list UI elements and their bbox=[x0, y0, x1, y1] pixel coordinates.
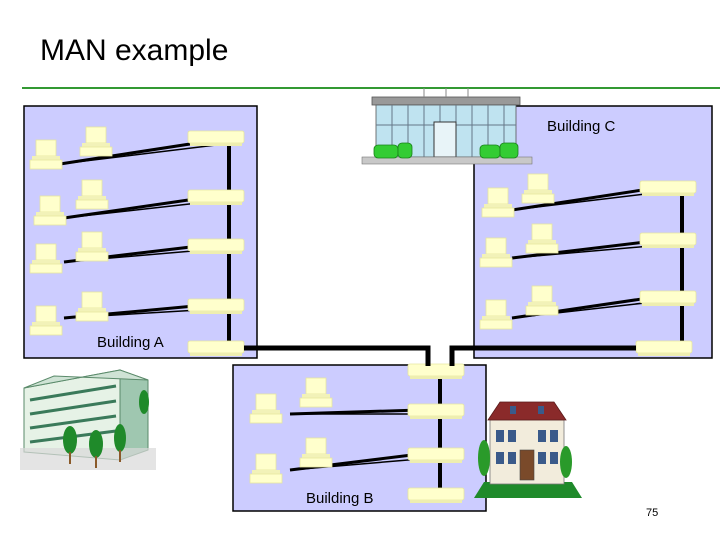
page-number: 75 bbox=[646, 507, 658, 519]
building-a-label: Building A bbox=[97, 334, 164, 351]
hub-icon bbox=[640, 233, 696, 248]
hub-icon bbox=[188, 190, 244, 205]
hub-icon bbox=[408, 404, 464, 419]
hub-icon bbox=[188, 299, 244, 314]
link-a-to-b bbox=[244, 348, 428, 366]
hub-icon bbox=[640, 291, 696, 306]
building-b-label: Building B bbox=[306, 490, 374, 507]
hub-icon bbox=[188, 341, 244, 356]
building-c-label: Building C bbox=[547, 118, 615, 135]
hub-icon bbox=[188, 131, 244, 146]
building-a-network bbox=[24, 106, 257, 358]
building-b-picture bbox=[474, 402, 582, 498]
building-b-network bbox=[233, 364, 486, 511]
hub-icon bbox=[640, 181, 696, 196]
hub-icon bbox=[408, 488, 464, 503]
building-c-picture bbox=[362, 88, 532, 164]
hub-icon bbox=[636, 341, 692, 356]
hub-icon bbox=[408, 448, 464, 463]
building-a-picture bbox=[20, 370, 156, 470]
hub-icon bbox=[408, 364, 464, 379]
hub-icon bbox=[188, 239, 244, 254]
